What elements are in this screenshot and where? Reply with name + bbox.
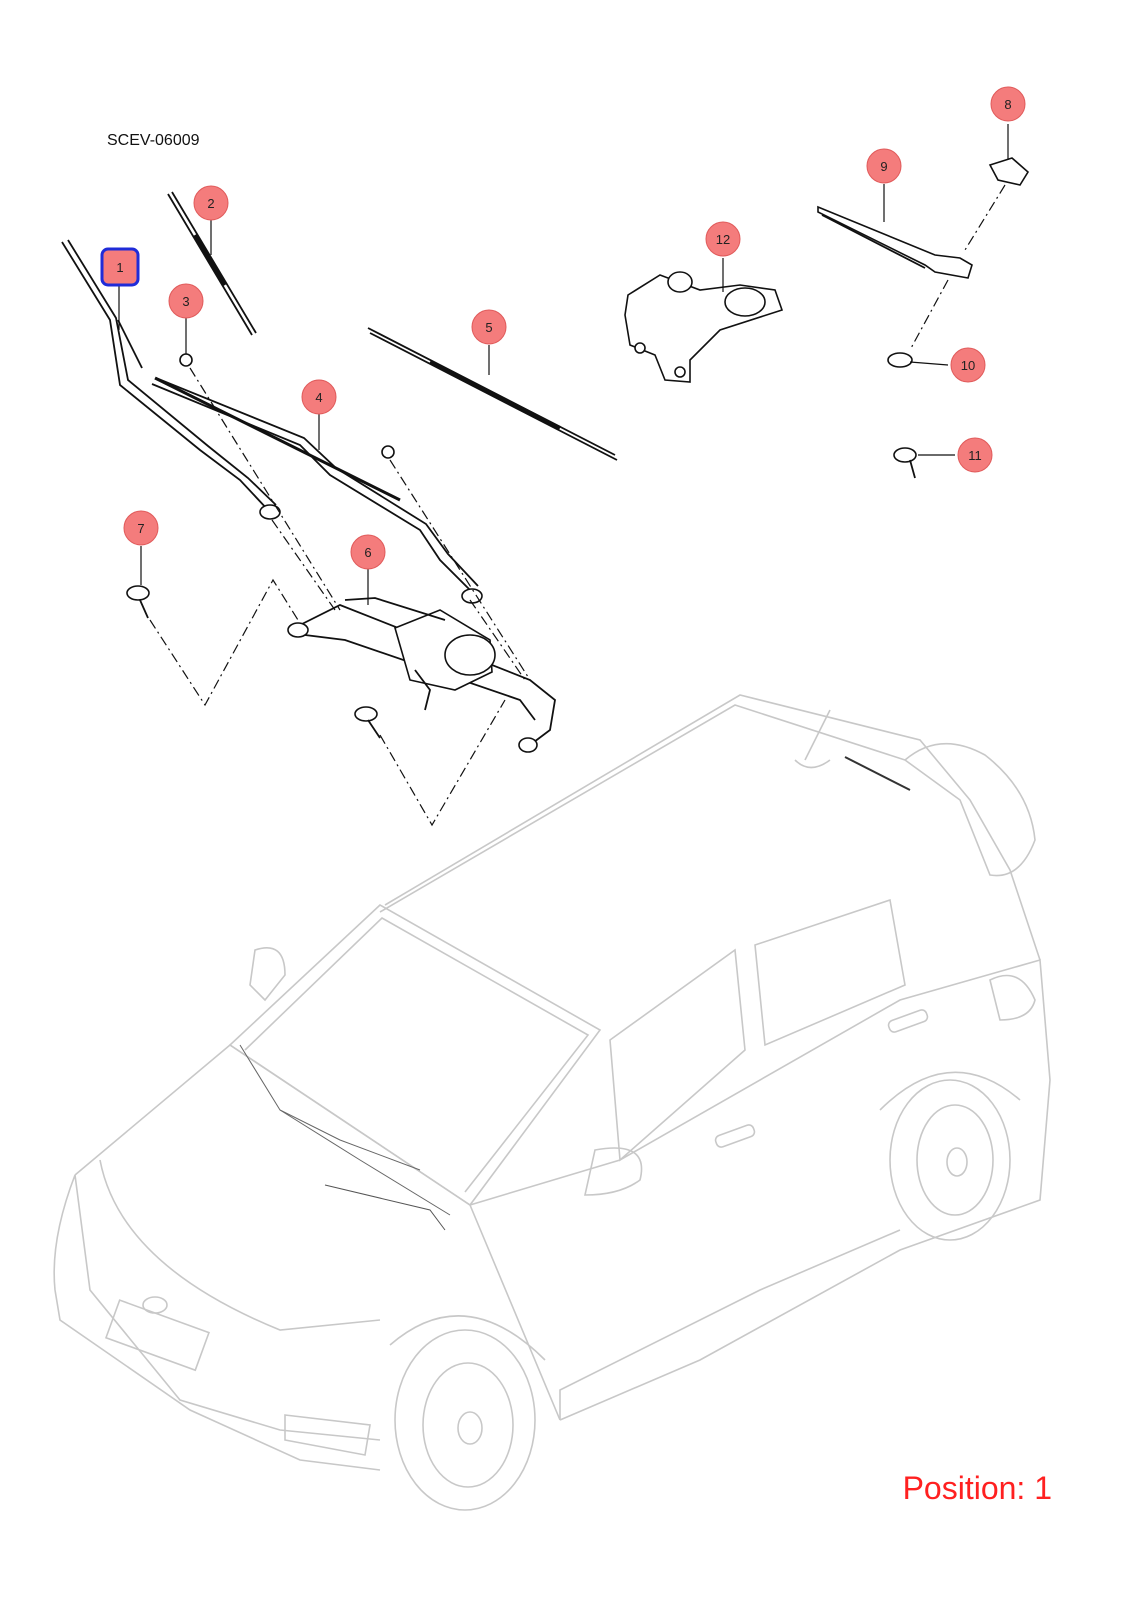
position-indicator: Position: 1 xyxy=(902,1470,1052,1506)
callout-4[interactable]: 4 xyxy=(301,379,337,415)
callout-10[interactable]: 10 xyxy=(950,347,986,383)
svg-text:12: 12 xyxy=(716,232,730,247)
assembly-line xyxy=(909,279,949,351)
rear-nut xyxy=(887,352,913,368)
svg-text:11: 11 xyxy=(968,448,982,463)
pivot-cap-right xyxy=(381,445,395,459)
rear-wiper-motor xyxy=(624,271,784,383)
rear-bolt xyxy=(893,447,917,479)
svg-text:10: 10 xyxy=(961,358,975,373)
assembly-line xyxy=(379,699,506,827)
car-outline-illustration xyxy=(53,694,1051,1511)
svg-text:2: 2 xyxy=(207,196,214,211)
svg-text:3: 3 xyxy=(182,294,189,309)
callout-12[interactable]: 12 xyxy=(705,221,741,257)
callout-3[interactable]: 3 xyxy=(168,283,204,319)
svg-text:9: 9 xyxy=(880,159,887,174)
front-wiper-arm-right xyxy=(151,376,483,604)
bolt-7 xyxy=(126,585,150,619)
bolt-linkage xyxy=(354,706,381,739)
callout-5[interactable]: 5 xyxy=(471,309,507,345)
diagram-code: SCEV-06009 xyxy=(107,132,200,149)
front-wiper-blade-right xyxy=(367,327,618,461)
assembly-line xyxy=(189,367,341,611)
svg-text:4: 4 xyxy=(315,390,322,405)
callout-9[interactable]: 9 xyxy=(866,148,902,184)
svg-text:1: 1 xyxy=(116,260,123,275)
assembly-line xyxy=(964,184,1006,251)
callout-8[interactable]: 8 xyxy=(990,86,1026,122)
callout-2[interactable]: 2 xyxy=(193,185,229,221)
assembly-line xyxy=(149,578,299,707)
callout-6[interactable]: 6 xyxy=(350,534,386,570)
pivot-cap-left xyxy=(179,353,193,367)
callout-1[interactable]: 1 xyxy=(100,247,140,287)
callout-11[interactable]: 11 xyxy=(957,437,993,473)
svg-text:7: 7 xyxy=(137,521,144,536)
front-wiper-arm-left xyxy=(61,239,281,520)
front-wiper-blade-left xyxy=(167,191,257,336)
rear-wiper-arm xyxy=(817,205,973,279)
assembly-line xyxy=(271,519,336,611)
rear-arm-cap xyxy=(988,157,1030,186)
svg-text:5: 5 xyxy=(485,320,492,335)
svg-text:8: 8 xyxy=(1004,97,1011,112)
callout-7[interactable]: 7 xyxy=(123,510,159,546)
front-wiper-linkage-motor xyxy=(287,597,556,753)
leader-lines xyxy=(118,124,1009,605)
assembly-line xyxy=(469,599,526,681)
assembly-line xyxy=(389,459,531,681)
svg-text:6: 6 xyxy=(364,545,371,560)
